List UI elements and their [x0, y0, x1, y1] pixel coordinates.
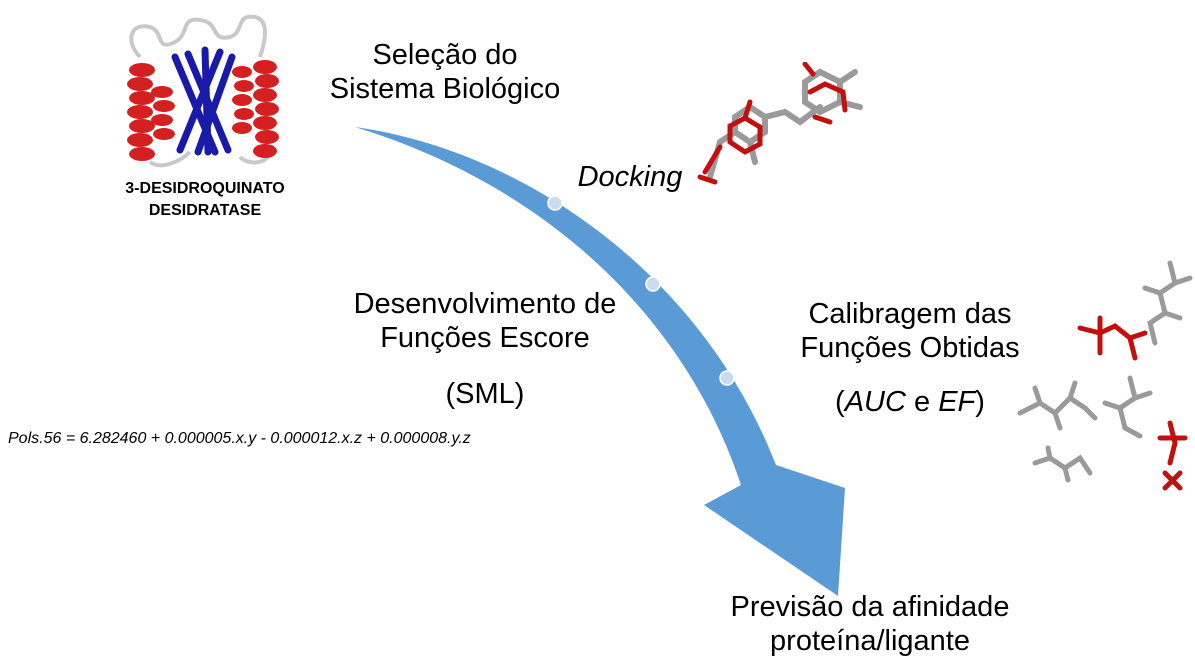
ef-metric: EF [938, 386, 976, 418]
docked-ligand-image [697, 62, 863, 185]
protein-name-line1: 3-DESIDROQUINATO [125, 180, 285, 197]
curved-arrow-body [355, 127, 845, 596]
step3-line2: Funções Obtidas [800, 332, 1020, 364]
step-scoring-label: Desenvolvimento de Funções Escore (SML) [310, 287, 660, 411]
step4-line2: proteína/ligante [770, 625, 970, 657]
step2-line2: Funções Escore [380, 322, 590, 354]
step-dot-2 [645, 276, 661, 292]
calibration-ligands-image [1017, 260, 1193, 491]
step4-line1: Previsão da afinidade [730, 591, 1010, 623]
protein-structure-image [127, 14, 279, 168]
ligand-red-bonds [697, 62, 848, 185]
step3-line1: Calibragem das [808, 298, 1012, 330]
ligand-red-set [1077, 315, 1188, 491]
step2-line1: Desenvolvimento de [353, 288, 617, 320]
alpha-helix-right [232, 60, 279, 158]
scoring-function-formula: Pols.56 = 6.282460 + 0.000005.x.y - 0.00… [8, 430, 471, 447]
metric-conjunction: e [914, 386, 931, 418]
step1-line1: Seleção do [372, 39, 518, 71]
step1-line2: Sistema Biológico [329, 73, 561, 105]
step-calibration-label: Calibragem das Funções Obtidas (AUC e EF… [765, 297, 1055, 419]
protein-name: 3-DESIDROQUINATO DESIDRATASE [85, 178, 325, 222]
step3-metrics: (AUC e EF) [835, 386, 985, 418]
step-prediction-label: Previsão da afinidade proteína/ligante [690, 590, 1050, 658]
docking-label: Docking [577, 161, 683, 193]
auc-metric: AUC [844, 386, 906, 418]
step-dot-3 [719, 370, 735, 386]
protein-loop [129, 14, 267, 59]
alpha-helix-left [127, 63, 175, 161]
step-selection-label: Seleção do Sistema Biológico [285, 38, 605, 106]
ligand-gray-set [1017, 260, 1193, 483]
protein-name-line2: DESIDRATASE [148, 202, 262, 219]
step2-line3: (SML) [445, 378, 525, 410]
step-dot-1 [547, 195, 563, 211]
beta-sheet [171, 46, 236, 156]
